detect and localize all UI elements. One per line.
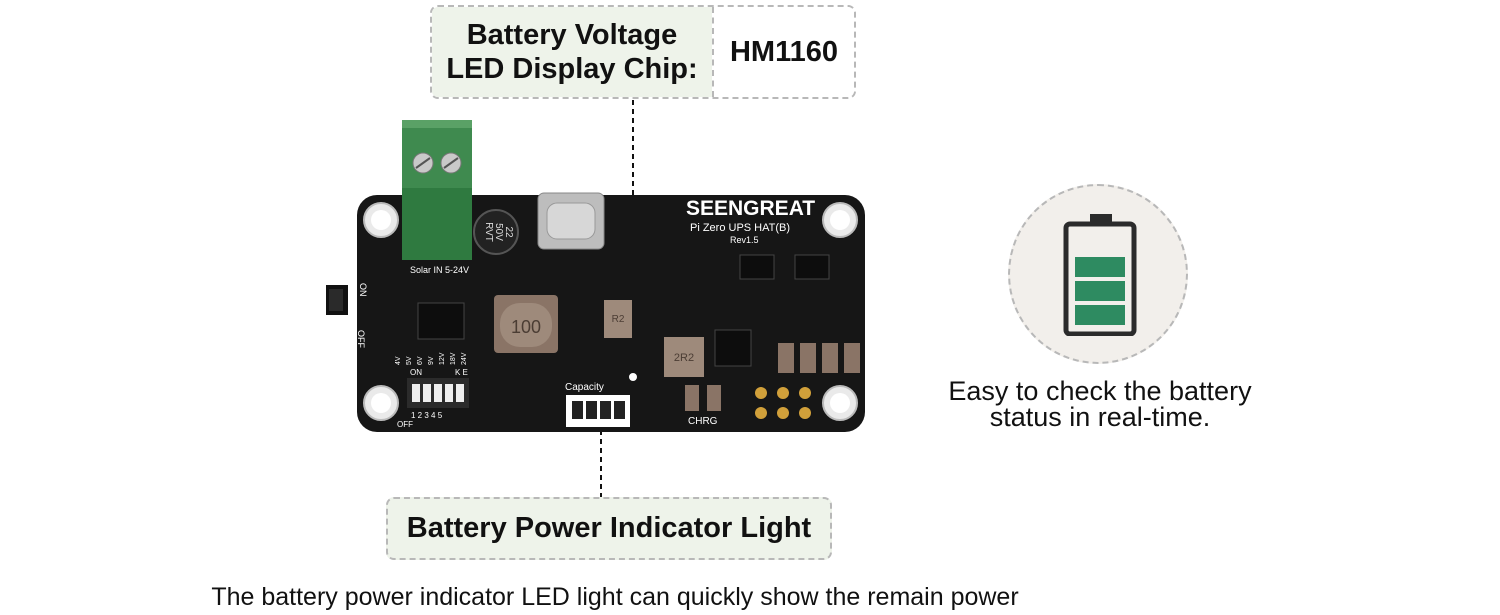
chip-model-value: HM1160: [714, 7, 854, 97]
terminal-block: [402, 120, 472, 260]
voltage-label: 12V: [439, 352, 446, 365]
solar-label: Solar IN 5-24V: [410, 265, 469, 275]
chip-r2: [604, 300, 632, 338]
voltage-label: 18V: [450, 352, 457, 365]
brand-logo: SEENGREAT: [686, 197, 815, 220]
chip-callout-label: Battery Voltage LED Display Chip:: [432, 7, 712, 97]
svg-text:K E: K E: [455, 368, 468, 377]
chip-target-dot: [629, 373, 637, 381]
realtime-note: Easy to check the battery status in real…: [925, 376, 1275, 432]
voltage-label: 24V: [461, 352, 468, 365]
ic-chip: [417, 302, 465, 340]
voltage-label: 9V: [428, 356, 435, 365]
pogo-pins: [755, 387, 811, 419]
svg-text:ON: ON: [358, 283, 368, 297]
caption: The battery power indicator LED light ca…: [211, 583, 1019, 611]
svg-text:ON: ON: [410, 368, 422, 377]
voltage-label: 5V: [406, 356, 413, 365]
svg-text:OFF: OFF: [397, 420, 413, 429]
battery-icon: [1063, 214, 1137, 336]
indicator-callout: Battery Power Indicator Light: [386, 497, 832, 560]
svg-text:OFF: OFF: [356, 330, 366, 348]
chrg-label: CHRG: [688, 416, 718, 427]
voltage-label: 6V: [417, 356, 424, 365]
svg-text:1 2 3 4 5: 1 2 3 4 5: [411, 411, 443, 420]
chip-label-line2: LED Display Chip:: [446, 53, 698, 85]
capacity-label: Capacity: [565, 382, 604, 393]
capacitor: 2250VRVT: [473, 209, 519, 255]
svg-text:2R2: 2R2: [674, 352, 694, 364]
chip-2r2: [664, 337, 704, 377]
svg-text:2250VRVT: 2250VRVT: [483, 222, 514, 242]
inductor: 100: [494, 295, 558, 353]
board-rev: Rev1.5: [730, 235, 759, 245]
voltage-label: 4V: [395, 356, 402, 365]
dip-switch: [407, 378, 469, 408]
chip-callout: Battery Voltage LED Display Chip: HM1160: [430, 5, 856, 99]
callout-divider: [712, 7, 714, 97]
svg-text:R2: R2: [612, 314, 625, 325]
capacity-leds: [566, 395, 630, 427]
realtime-note-line2: status in real-time.: [989, 402, 1211, 432]
board-model: Pi Zero UPS HAT(B): [690, 222, 790, 234]
svg-text:100: 100: [511, 317, 541, 337]
realtime-note-line1: Easy to check the battery: [948, 376, 1252, 406]
chip-label-line1: Battery Voltage: [466, 19, 678, 51]
